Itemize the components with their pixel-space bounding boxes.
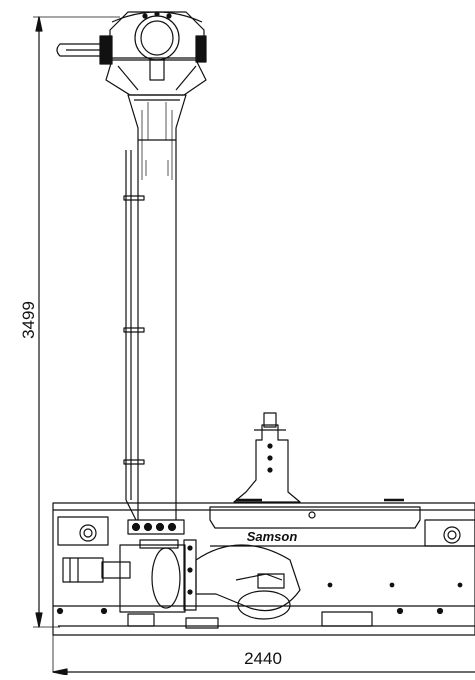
center-mast (233, 412, 301, 503)
boom-column (56, 11, 207, 535)
height-dimension: 3499 (19, 16, 120, 628)
base-frame (52, 498, 475, 636)
width-dimension: 2440 (52, 635, 475, 676)
height-label: 3499 (19, 301, 38, 339)
brand-logo: Samson (247, 529, 298, 544)
width-label: 2440 (244, 649, 282, 668)
